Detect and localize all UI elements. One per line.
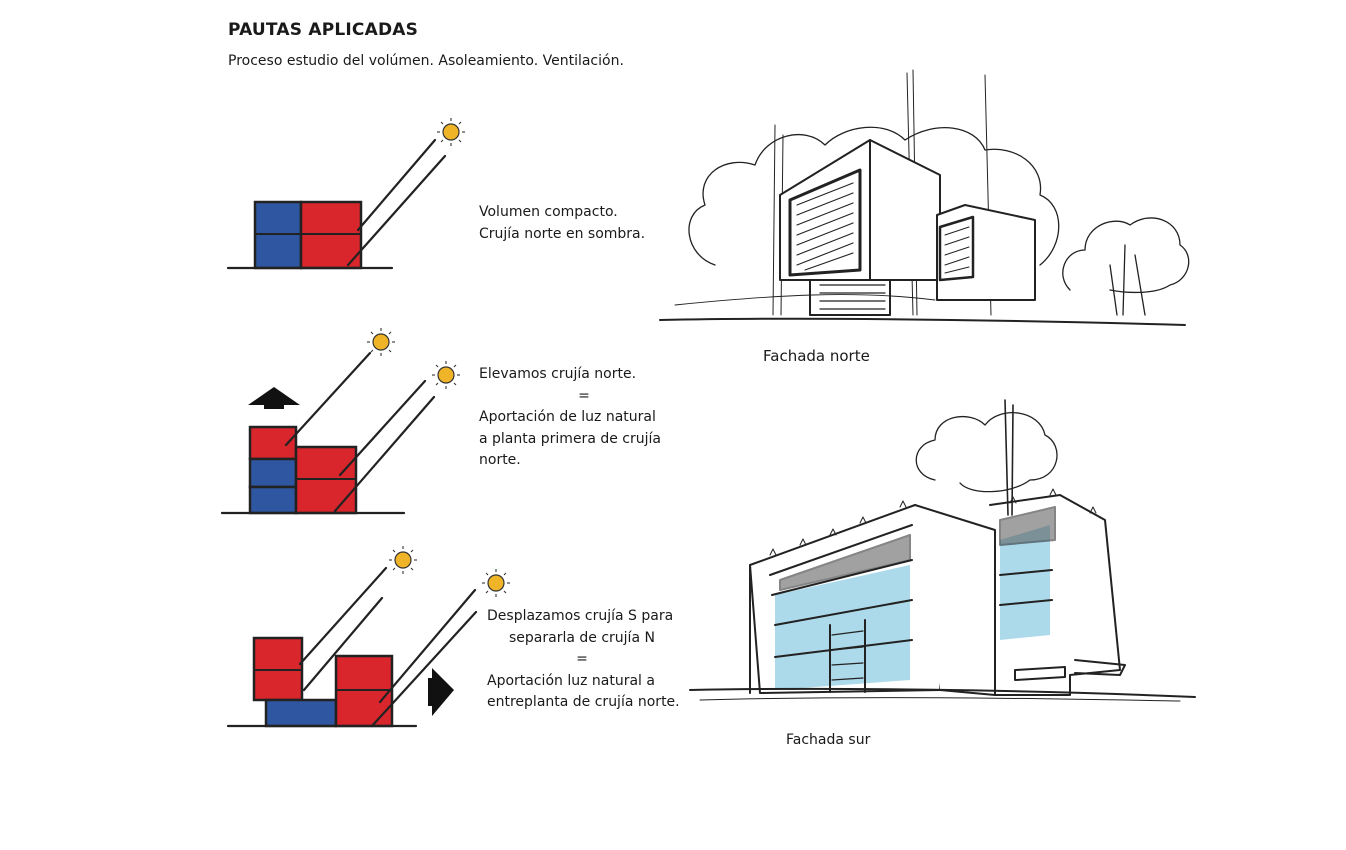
north-bay-lower	[264, 698, 338, 728]
step-2-caption: Elevamos crujía norte. = Aportación de l…	[479, 364, 689, 472]
caption-line: Elevamos crujía norte.	[479, 366, 637, 382]
step-1-caption: Volumen compacto. Crujía norte en sombra…	[479, 202, 645, 245]
south-facade-sketch	[689, 399, 1196, 702]
caption-line: Desplazamos crujía S para	[487, 608, 674, 624]
tree-sketch	[1062, 217, 1190, 294]
caption-line: Aportación de luz natural	[479, 409, 656, 425]
arrow-right-icon	[428, 668, 454, 716]
north-facade-sketch	[659, 69, 1190, 326]
step-3-caption: Desplazamos crujía S para separarla de c…	[487, 606, 680, 714]
glazing	[775, 565, 910, 690]
north-bay-lower	[248, 485, 298, 515]
caption-line: entreplanta de crujía norte.	[487, 694, 680, 710]
north-bay-middle	[248, 457, 298, 489]
tree-sketch	[915, 412, 1058, 493]
caption-line: Aportación luz natural a	[487, 672, 655, 689]
caption-line: norte.	[479, 452, 521, 468]
north-facade-label: Fachada norte	[763, 347, 870, 365]
sun-icon	[432, 361, 460, 389]
caption-line: a planta primera de crujía	[479, 430, 661, 447]
diagram-compact-volume	[226, 118, 465, 270]
south-facade-label: Fachada sur	[786, 732, 871, 748]
sun-icon	[389, 546, 417, 574]
diagram-raised-north	[220, 328, 460, 515]
caption-line: =	[576, 651, 588, 667]
tree-sketch	[688, 126, 1060, 266]
page-subtitle: Proceso estudio del volúmen. Asoleamient…	[228, 53, 624, 69]
page-title: PAUTAS APLICADAS	[228, 20, 419, 40]
glazing	[1000, 525, 1050, 640]
diagram-displaced-south	[226, 546, 510, 728]
caption-line: separarla de crujía N	[509, 629, 655, 646]
caption-line: =	[578, 387, 590, 404]
arrow-up-icon	[248, 387, 300, 409]
sun-icon	[367, 328, 395, 356]
sun-icon	[482, 569, 510, 597]
sun-icon	[437, 118, 465, 146]
caption-line: Volumen compacto.	[479, 204, 618, 220]
caption-line: Crujía norte en sombra.	[479, 225, 646, 242]
